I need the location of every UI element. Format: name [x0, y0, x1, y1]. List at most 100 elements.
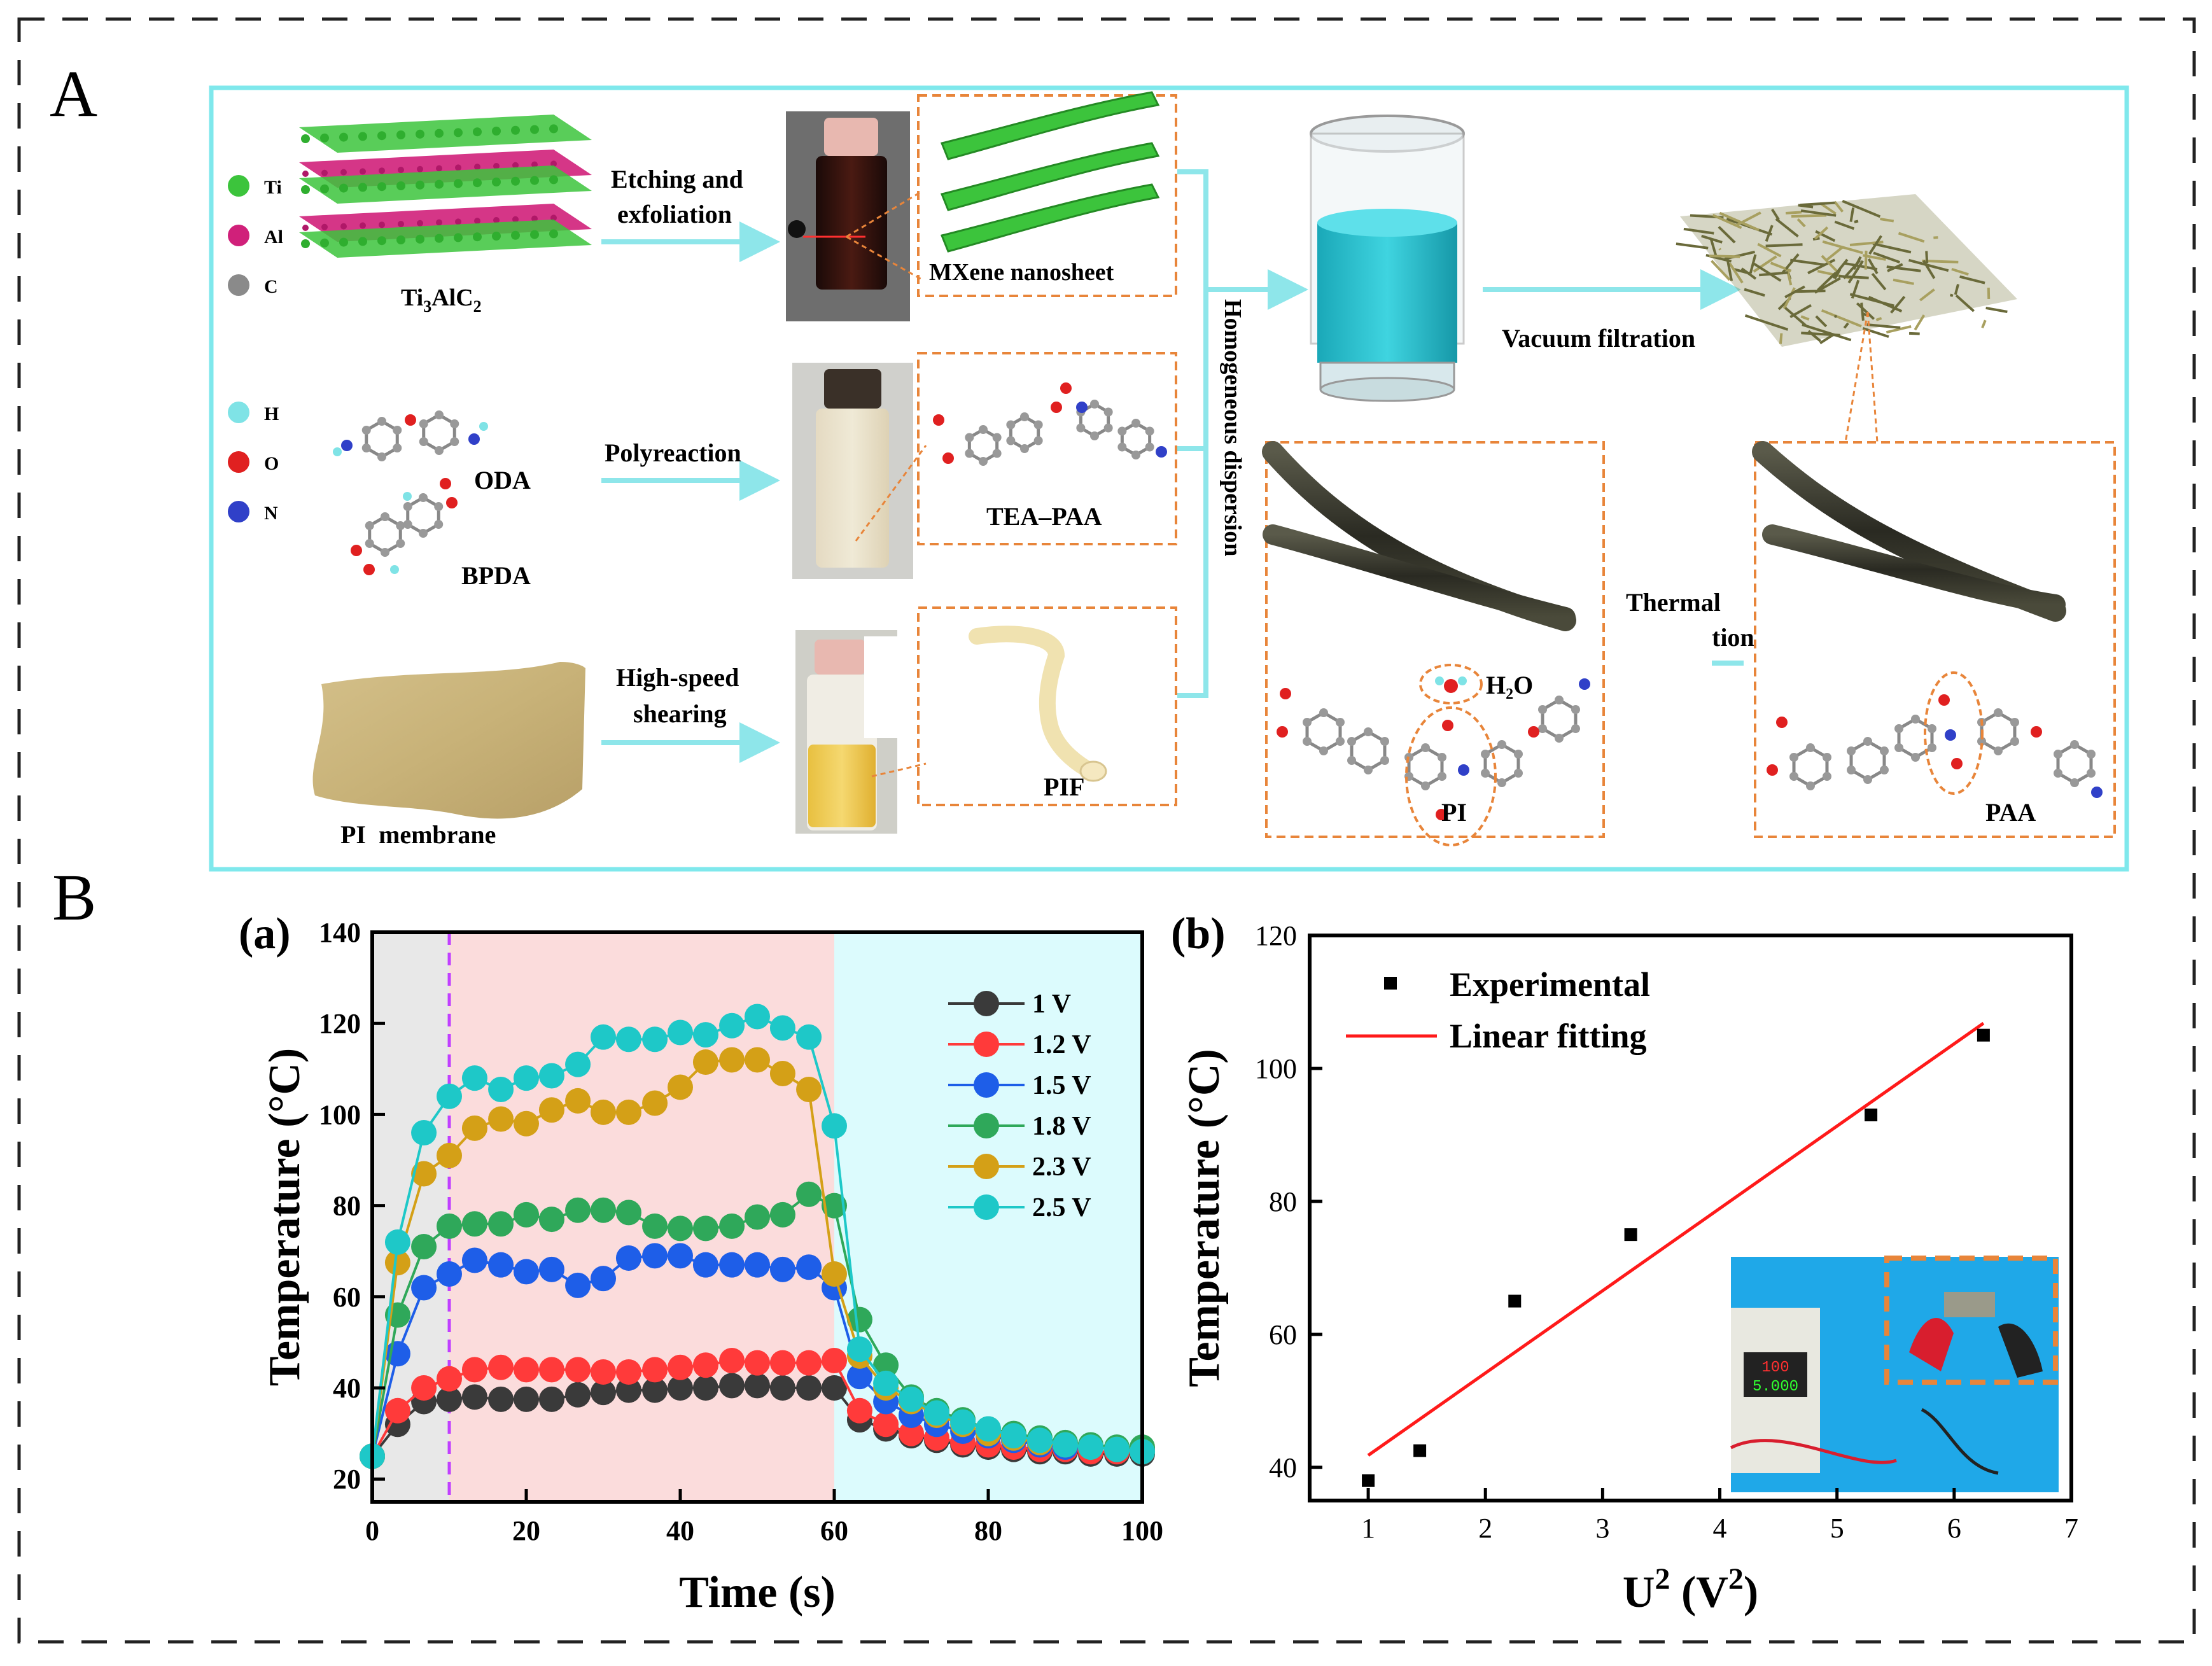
vacuum-label: Vacuum filtration [1502, 324, 1695, 353]
carbon-atom [1103, 407, 1113, 417]
crystal-atom [302, 225, 309, 231]
chart-a-point [846, 1306, 872, 1333]
crystal-atom [358, 237, 367, 246]
atom-ti-swatch [228, 175, 249, 197]
tea-paa-leader [855, 445, 927, 542]
carbon-atom [1571, 705, 1580, 714]
fiber-strand [1860, 302, 1865, 321]
carbon-atom [1437, 772, 1446, 781]
chart-b-point [1508, 1294, 1522, 1308]
fiber-strand [1871, 272, 1887, 291]
chart-a-legend-label: 2.3 V [1032, 1152, 1091, 1182]
mxene-leader-2 [846, 235, 923, 281]
carbon-atom [1847, 746, 1856, 755]
chart-a-xlabel: Time (s) [679, 1568, 836, 1617]
carbon-atom [1927, 724, 1936, 733]
carbon-atom [1364, 766, 1373, 774]
chart-a-point [461, 1247, 487, 1273]
carbon-atom [992, 433, 1002, 442]
carbon-atom [1538, 705, 1548, 714]
carbon-atom [1380, 737, 1389, 746]
crystal-atom [511, 230, 520, 240]
atom-o-swatch [228, 451, 249, 473]
chart-a-point [642, 1377, 668, 1403]
chart-a-point [846, 1336, 872, 1362]
crystal-atom [377, 131, 386, 141]
fiber-strand [1815, 230, 1836, 242]
chart-a-point [437, 1083, 462, 1109]
chart-a-legend-marker [974, 1194, 999, 1220]
chart-a-legend-marker [974, 1032, 999, 1057]
atom [1776, 717, 1788, 728]
carbon-atom [1347, 756, 1357, 765]
h2o-label: H₂O [1486, 671, 1533, 699]
mxene-nanosheet-graphic [940, 91, 1160, 253]
chart-a-point [615, 1377, 641, 1403]
chart-a-point [437, 1366, 462, 1392]
crystal-atom [321, 169, 328, 176]
chart-a-point [692, 1022, 718, 1048]
oda-label: ODA [474, 466, 531, 494]
crystal-atom [416, 129, 424, 139]
chart-a-point [899, 1386, 924, 1412]
carbon-atom [1911, 715, 1920, 724]
pif-vial-photo [795, 630, 921, 834]
crystal-atom [492, 178, 501, 186]
chart-a-point [488, 1211, 514, 1237]
chart-a-point [488, 1077, 514, 1103]
chart-b-ytick-label: 120 [1255, 920, 1297, 951]
fiber-strand [1802, 323, 1852, 342]
chart-a-point [461, 1384, 487, 1410]
crystal-atom [339, 237, 348, 247]
chart-a-point [950, 1409, 976, 1435]
chart-a-point [745, 1252, 770, 1278]
fiber-strand [1838, 274, 1869, 279]
fiber-strand [1890, 295, 1906, 314]
carbon-atom [1927, 743, 1936, 752]
fiber-strand [1753, 255, 1777, 273]
chart-a-point [692, 1215, 718, 1242]
chart-b-xtick-label: 3 [1595, 1513, 1609, 1544]
pif-dash-box [917, 606, 1177, 806]
fiber-strand [1800, 209, 1837, 217]
inset-dash-box [1884, 1256, 2058, 1385]
fiber-strand [1779, 333, 1783, 344]
carbon-atom [419, 419, 428, 428]
atom-legend-mid: HON [228, 402, 279, 524]
fiber-strand [1922, 260, 1936, 279]
fiber-strand [1775, 218, 1799, 238]
chart-a-point [822, 1375, 847, 1401]
atom [1280, 688, 1291, 699]
carbon-atom [1513, 769, 1523, 778]
paa-molecule [1767, 694, 2103, 798]
chart-a-point [822, 1348, 847, 1374]
chart-a-point [976, 1416, 1001, 1442]
carbon-atom [1145, 442, 1154, 452]
carbon-atom [1806, 743, 1815, 752]
crystal-atom [416, 180, 424, 190]
chart-a-legend-label: 2.5 V [1032, 1193, 1091, 1222]
chart-a-point [745, 1047, 770, 1073]
atom-n-label: N [264, 503, 278, 524]
fiber-strand [1833, 314, 1838, 318]
chart-a-point [719, 1348, 745, 1374]
fiber-strand [1719, 211, 1760, 232]
crystal-atom [511, 176, 520, 186]
inset-black-wire [1921, 1408, 1999, 1475]
crystal-atom [358, 132, 367, 141]
chart-a-point [411, 1161, 437, 1187]
fiber-strand [1676, 242, 1709, 249]
chart-b-xlabel-close: ) [1744, 1568, 1758, 1617]
crystal-atom [436, 219, 442, 226]
carbon-atom [1006, 436, 1016, 445]
atom-o-label: O [264, 453, 279, 474]
chart-b-frame [1308, 934, 2073, 1502]
atom-al-label: Al [264, 227, 283, 248]
carbon-atom [1319, 746, 1328, 755]
shearing-label: shearing [633, 699, 727, 728]
chart-b-ylabel: Temperature (°C) [1180, 1049, 1229, 1387]
fiber-strand [1759, 271, 1788, 277]
crystal-atom [302, 171, 309, 177]
atom [1458, 764, 1469, 776]
pif-label: PIF [1044, 773, 1084, 801]
